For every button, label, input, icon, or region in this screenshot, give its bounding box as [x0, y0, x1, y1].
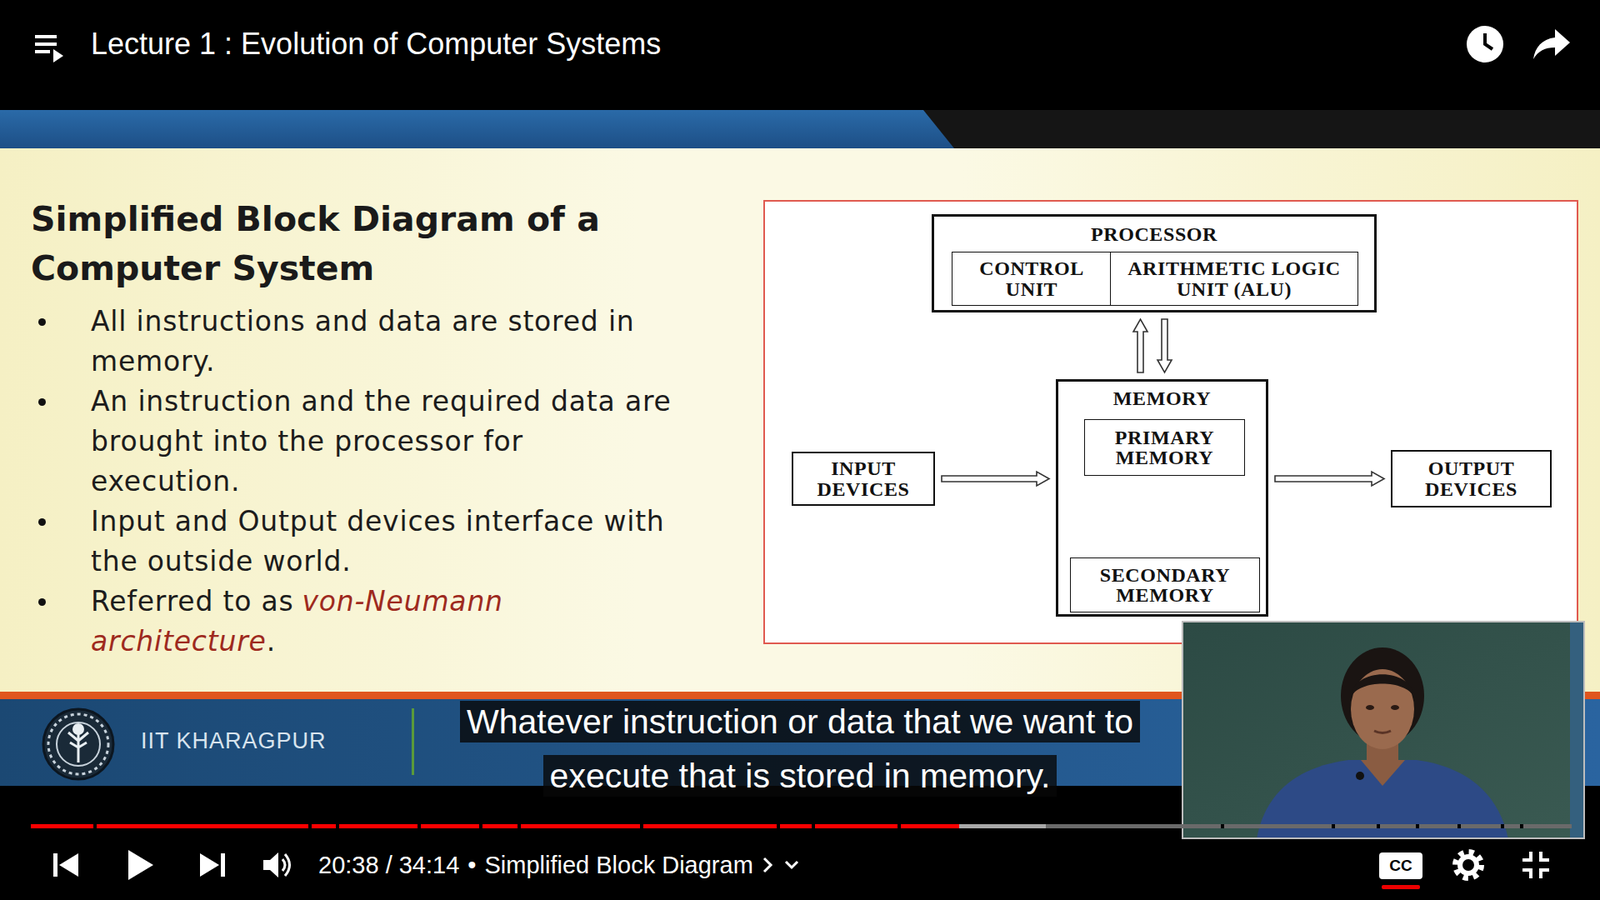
chapter-chevron [761, 855, 775, 875]
heading-holder: Simplified Block Diagram of a Computer S… [30, 195, 731, 294]
next-icon [196, 851, 227, 879]
bullet-dot [38, 598, 46, 606]
time-holder: 20:38 / 34:14• Simplified Block Diagram [318, 851, 754, 880]
box-label: CONTROL UNIT [959, 258, 1105, 300]
exit-fullscreen-icon [1519, 848, 1553, 882]
title-holder: Lecture 1 : Evolution of Computer System… [90, 25, 661, 63]
captions-button: CC [1379, 852, 1423, 880]
output-box: OUTPUT DEVICES [1390, 450, 1552, 508]
institute-name: IIT KHARAGPUR [140, 728, 327, 755]
progress-bar [0, 822, 1600, 831]
bullet-text: Input and Output devices interface with … [90, 505, 665, 578]
box-label: INPUT DEVICES [800, 458, 927, 500]
hollow-arrow [941, 471, 1050, 486]
separator-dot: • [467, 851, 476, 880]
bullet-text: Referred to as [90, 585, 294, 618]
institute-logo [33, 704, 124, 784]
presenter-video [1181, 620, 1585, 840]
chapter-title: Simplified Block Diagram [484, 851, 753, 880]
primary-memory-box: PRIMARY MEMORY [1084, 419, 1245, 476]
box-label: PROCESSOR [940, 224, 1368, 245]
control-unit-box: CONTROL UNIT [951, 251, 1112, 306]
slide-heading: Simplified Block Diagram of a Computer S… [30, 195, 731, 294]
bullet-item: An instruction and the required data are… [90, 381, 675, 502]
box-label: MEMORY [1065, 388, 1260, 409]
hollow-arrow [1157, 319, 1172, 373]
alu-box: ARITHMETIC LOGIC UNIT (ALU) [1110, 251, 1359, 306]
bullet-text: An instruction and the required data are… [90, 385, 672, 498]
bullet-text: All instructions and data are stored in … [90, 305, 635, 378]
bullet-dot [38, 518, 46, 526]
time-display: 20:38 / 34:14 [318, 851, 460, 880]
input-box: INPUT DEVICES [791, 451, 935, 506]
chapter-caret [783, 858, 800, 872]
hollow-arrow [1133, 319, 1148, 373]
slide-top-band [0, 110, 1600, 149]
settings-icon [1451, 848, 1485, 882]
bullet-text: . [266, 625, 276, 658]
subtitle-holder: Whatever instruction or data that we wan… [425, 698, 1175, 807]
video-title: Lecture 1 : Evolution of Computer System… [90, 25, 661, 63]
playlist-icon [33, 28, 70, 65]
box-label: ARITHMETIC LOGIC UNIT (ALU) [1117, 258, 1351, 300]
share-icon [1531, 25, 1572, 63]
bullet-dot [38, 318, 46, 326]
footer-separator [411, 708, 415, 775]
bullet-dot [38, 398, 46, 406]
bullet-list: All instructions and data are stored in … [90, 301, 675, 662]
subtitle-text: Whatever instruction or data that we wan… [460, 700, 1140, 797]
captions-label: CC [1389, 856, 1412, 875]
volume-icon [261, 850, 295, 880]
box-label: OUTPUT DEVICES [1399, 458, 1544, 500]
memory-box: MEMORY PRIMARY MEMORY SECONDARY MEMORY [1055, 379, 1269, 617]
bullet-item: Referred to asvon-Neumann architecture. [90, 581, 675, 662]
watch-later-icon [1465, 24, 1505, 65]
box-label: PRIMARY MEMORY [1091, 427, 1238, 469]
hollow-arrow [1275, 471, 1385, 486]
bullet-item: Input and Output devices interface with … [90, 501, 675, 582]
captions-on-bar [1381, 885, 1420, 890]
play-icon [125, 848, 157, 882]
secondary-memory-box: SECONDARY MEMORY [1070, 557, 1260, 613]
processor-box: PROCESSOR CONTROL UNIT ARITHMETIC LOGIC UN… [931, 214, 1377, 313]
previous-icon [51, 851, 82, 879]
box-label: SECONDARY MEMORY [1077, 565, 1253, 606]
footer-text-holder: IIT KHARAGPUR [140, 728, 327, 755]
time-and-chapter: 20:38 / 34:14• Simplified Block Diagram [318, 848, 800, 882]
bullet-item: All instructions and data are stored in … [90, 301, 675, 382]
